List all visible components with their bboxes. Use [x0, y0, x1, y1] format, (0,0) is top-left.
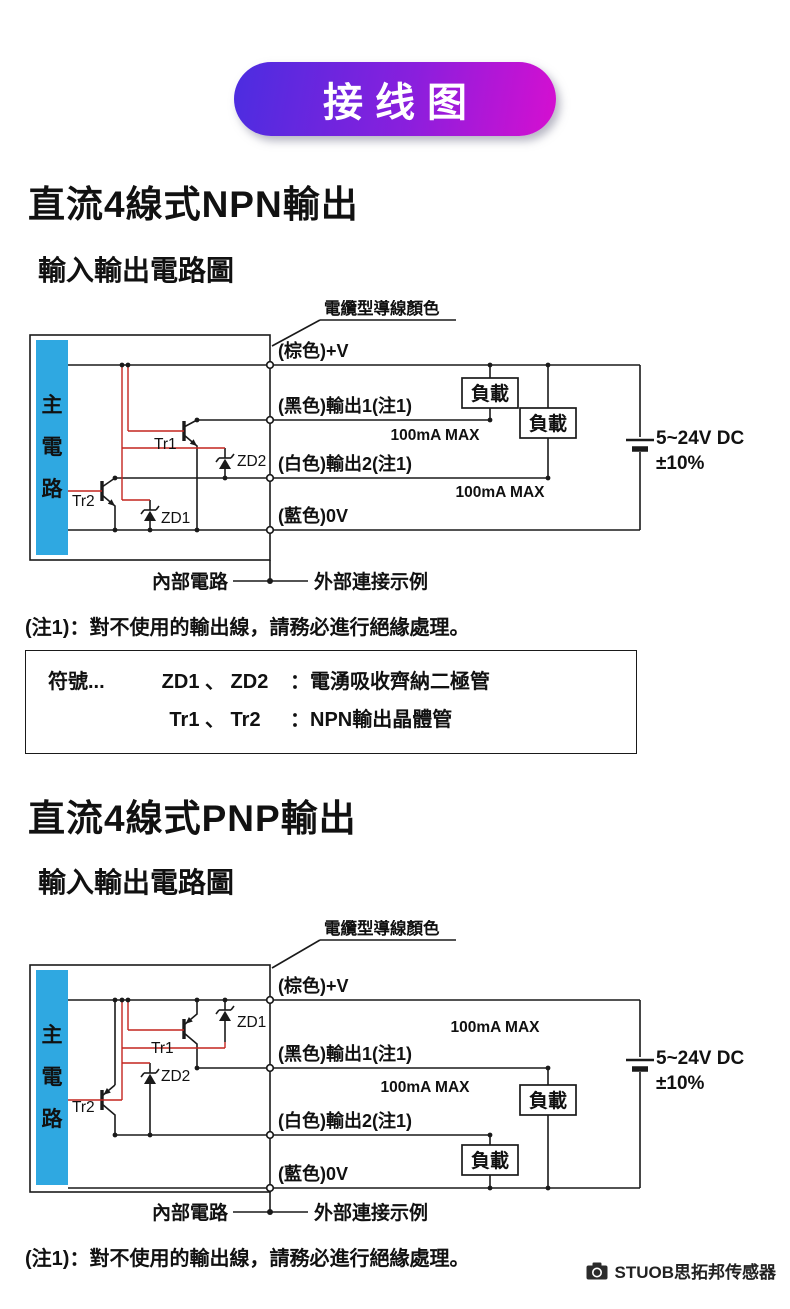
load-2-label: 負載: [529, 412, 567, 435]
page-title: 接线图: [323, 81, 479, 125]
battery-symbol: [626, 438, 654, 452]
wire-brown-label: (棕色)+V: [278, 340, 349, 361]
transistor-tr2: [100, 1084, 116, 1135]
npn-subtitle: 輸入輸出電路圖: [38, 255, 235, 286]
legend-symbols-zd: ZD1 、 ZD2: [161, 671, 269, 693]
main-circuit-char-1: 主: [42, 1024, 63, 1047]
tr2-label: Tr2: [72, 1099, 95, 1116]
camera-icon: [586, 1262, 607, 1279]
load-1: 負載: [519, 1084, 577, 1116]
wire-blue-label: (藍色)0V: [278, 505, 348, 526]
legend-row-2: Tr1 、 Tr2 ：NPN輸出晶體管: [48, 701, 636, 739]
current-max-2: 100mA MAX: [455, 484, 545, 501]
watermark: STUOB思拓邦传感器: [586, 1258, 777, 1283]
tr2-label: Tr2: [72, 493, 95, 510]
supply-voltage-line1: 5~24V DC: [656, 428, 744, 449]
zd1-label: ZD1: [161, 510, 190, 527]
symbol-legend-box: 符號... ZD1 、 ZD2 ：電湧吸收齊納二極管 Tr1 、 Tr2 ：NP…: [25, 650, 637, 754]
pnp-wires: [29, 939, 641, 1213]
zd2-label: ZD2: [237, 453, 266, 470]
current-max-2: 100mA MAX: [380, 1079, 470, 1096]
load-1-label: 負載: [529, 1089, 567, 1112]
load-2: 負載: [461, 1144, 519, 1176]
pnp-section-title: 直流4線式PNP輸出: [28, 798, 357, 839]
internal-circuit-frame: [29, 964, 271, 1193]
npn-circuit-diagram: 主 電 路: [29, 300, 744, 593]
wire-black-label: (黑色)輸出1(注1): [278, 395, 412, 416]
pnp-red-wires: [68, 1000, 226, 1101]
zener-diode-zd2: [140, 1063, 160, 1135]
zd2-label: ZD2: [161, 1068, 190, 1085]
junction-dots: [112, 362, 551, 584]
legend-desc-tr: ：NPN輸出晶體管: [290, 709, 453, 731]
legend-prefix-empty: [48, 701, 140, 739]
title-badge: 接线图: [234, 62, 556, 136]
wire-terminals: [265, 995, 275, 1193]
internal-circuit-label: 內部電路: [152, 1201, 229, 1224]
current-max-1: 100mA MAX: [390, 427, 480, 444]
npn-note: (注1)：對不使用的輸出線，請務必進行絕緣處理。: [25, 617, 470, 639]
wire-white-label: (白色)輸出2(注1): [278, 1110, 412, 1131]
zener-diode-zd2: [215, 448, 235, 478]
junction-dots: [112, 997, 551, 1215]
legend-prefix: 符號...: [48, 671, 105, 693]
transistor-tr2: [100, 477, 116, 530]
wire-brown-label: (棕色)+V: [278, 975, 349, 996]
external-connection-label: 外部連接示例: [314, 570, 428, 593]
watermark-text: STUOB思拓邦传感器: [614, 1263, 777, 1282]
wire-black-label: (黑色)輸出1(注1): [278, 1043, 412, 1064]
main-circuit-char-3: 路: [42, 1107, 64, 1131]
tr1-label: Tr1: [154, 436, 177, 453]
cable-color-label: 電纜型導線顏色: [324, 300, 440, 318]
npn-wires: [29, 319, 641, 582]
cable-color-label: 電纜型導線顏色: [324, 920, 440, 938]
legend-desc-zd: ：電湧吸收齊納二極管: [290, 671, 490, 693]
zd1-label: ZD1: [237, 1014, 266, 1031]
load-2-label: 負載: [471, 1149, 509, 1172]
supply-voltage-line2: ±10%: [656, 1073, 705, 1094]
main-circuit-char-1: 主: [42, 394, 63, 417]
legend-symbols-tr: Tr1 、 Tr2: [169, 709, 261, 731]
supply-voltage-line1: 5~24V DC: [656, 1048, 744, 1069]
transistor-tr1: [182, 1000, 198, 1068]
wire-blue-label: (藍色)0V: [278, 1163, 348, 1184]
main-circuit-box: [36, 970, 68, 1185]
battery-symbol: [626, 1058, 654, 1072]
npn-red-wires: [68, 365, 225, 501]
pnp-circuit-diagram: 主 電 路: [29, 920, 744, 1224]
tr1-label: Tr1: [151, 1040, 174, 1057]
load-1-label: 負載: [471, 382, 509, 405]
load-1: 負載: [461, 377, 519, 409]
main-circuit-char-2: 電: [42, 1066, 63, 1089]
internal-circuit-label: 內部電路: [152, 570, 229, 593]
zener-diode-zd1: [140, 500, 160, 530]
pnp-subtitle: 輸入輸出電路圖: [38, 867, 235, 898]
current-max-1: 100mA MAX: [450, 1019, 540, 1036]
internal-circuit-frame: [29, 334, 271, 561]
legend-row-1: 符號... ZD1 、 ZD2 ：電湧吸收齊納二極管: [48, 663, 636, 701]
main-circuit-box: [36, 340, 68, 555]
load-2: 負載: [519, 407, 577, 439]
npn-section-title: 直流4線式NPN輸出: [28, 184, 359, 225]
main-circuit-char-3: 路: [42, 477, 64, 501]
wire-terminals: [265, 360, 275, 535]
external-connection-label: 外部連接示例: [314, 1201, 428, 1224]
supply-voltage-line2: ±10%: [656, 453, 705, 474]
pnp-note: (注1)：對不使用的輸出線，請務必進行絕緣處理。: [25, 1248, 470, 1270]
zener-diode-zd1: [215, 1000, 235, 1042]
main-circuit-char-2: 電: [42, 436, 63, 459]
wire-white-label: (白色)輸出2(注1): [278, 453, 412, 474]
